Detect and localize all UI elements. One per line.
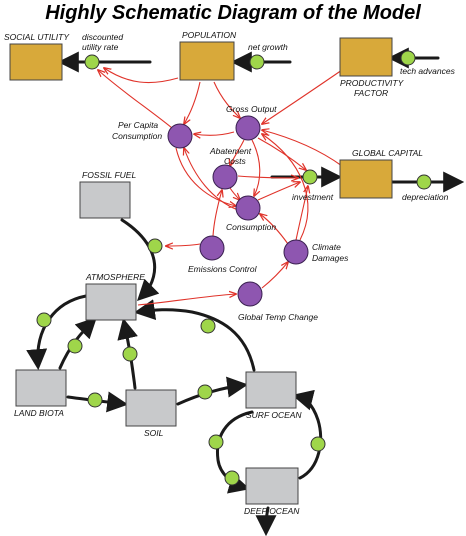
influence-productivity-to-gross (262, 69, 343, 124)
valve-discounted-utility (84, 54, 100, 70)
valve-biota-soil (87, 392, 103, 408)
abatement-costs-label-2: Costs (224, 156, 246, 166)
valve-investment (302, 169, 318, 185)
productivity-factor-label-2: FACTOR (354, 88, 388, 98)
per-capita-consumption-label-2: Consumption (112, 131, 162, 141)
population-box (179, 41, 235, 81)
emissions-control-label: Emissions Control (188, 264, 258, 274)
flow-deep-out (255, 506, 277, 536)
flow-deep-to-surf (291, 389, 322, 480)
influence-consumption-to-pcc (184, 148, 239, 211)
valve-emissions (147, 238, 163, 254)
consumption-label: Consumption (226, 222, 276, 232)
global-capital-box (339, 159, 393, 199)
climate-damages-node (283, 239, 309, 265)
soil-box (125, 389, 177, 427)
valve-depreciation (416, 174, 432, 190)
valve-deep-out (224, 470, 240, 486)
climate-damages-label-2: Damages (312, 253, 349, 263)
influence-capital-to-gross (262, 130, 343, 167)
influence-population-to-gross (213, 81, 240, 118)
deep-ocean-box (245, 467, 299, 505)
per-capita-consumption-label-1: Per Capita (118, 120, 158, 130)
global-temp-change-node (237, 281, 263, 307)
influence-damages-to-consumption (260, 214, 289, 245)
valve-soil-atm (122, 346, 138, 362)
flow-atm-ocean (133, 299, 256, 372)
net-growth-label: net growth (248, 42, 288, 52)
influence-gross-to-abatement (230, 139, 245, 166)
depreciation-label: depreciation (402, 192, 449, 202)
valve-atm-ocean (200, 318, 216, 334)
atmosphere-box (85, 283, 137, 321)
social-utility-box (9, 43, 63, 81)
emissions-control-node (199, 235, 225, 261)
abatement-costs-label-1: Abatement (209, 146, 252, 156)
discounted-utility-label-1: discounted (82, 32, 123, 42)
global-temp-change-label: Global Temp Change (238, 312, 318, 322)
influence-emissions-to-abatement (212, 190, 222, 237)
climate-damages-label-1: Climate (312, 242, 341, 252)
influence-gross-to-consumption (251, 139, 261, 196)
valve-surf-deep (208, 434, 224, 450)
surf-ocean-box (245, 371, 297, 409)
valve-soil-ocean (197, 384, 213, 400)
per-capita-consumption-node (167, 123, 193, 149)
influence-population-to-pcc (184, 81, 201, 124)
consumption-node (235, 195, 261, 221)
influence-abatement-to-investment (237, 176, 298, 178)
influence-gross-to-pcc (194, 131, 235, 135)
productivity-factor-box (339, 37, 393, 77)
valve-net-growth (249, 54, 265, 70)
influence-population-to-utility (104, 68, 179, 84)
influence-temp-to-damages (261, 262, 288, 289)
gross-output-label: Gross Output (226, 104, 277, 114)
diagram-title: Highly Schematic Diagram of the Model (45, 2, 421, 24)
investment-label: investment (292, 192, 334, 202)
influence-damages-to-gross (262, 134, 309, 241)
land-biota-label: LAND BIOTA (14, 408, 64, 418)
valve-tech-advances (400, 50, 416, 66)
soil-label: SOIL (144, 428, 164, 438)
influence-emissions-to-fossil (166, 244, 201, 246)
valve-biota-atm-inner (67, 338, 83, 354)
gross-output-node (235, 115, 261, 141)
deep-ocean-label: DEEP OCEAN (244, 506, 300, 516)
atmosphere-label: ATMOSPHERE (85, 272, 145, 282)
influence-pcc-to-consumption (175, 147, 236, 206)
valve-atm-biota-outer (36, 312, 52, 328)
surf-ocean-label: SURF OCEAN (246, 410, 302, 420)
population-label: POPULATION (182, 30, 237, 40)
influence-abatement-to-consumption (229, 187, 240, 200)
discounted-utility-label-2: utility rate (82, 42, 119, 52)
global-capital-label: GLOBAL CAPITAL (352, 148, 423, 158)
productivity-factor-label-1: PRODUCTIVITY (340, 78, 405, 88)
fossil-fuel-label: FOSSIL FUEL (82, 170, 136, 180)
flow-atm-to-biota (26, 294, 88, 371)
valve-deep-surf (310, 436, 326, 452)
tech-advances-label: tech advances (400, 66, 456, 76)
influence-consumption-to-investment (257, 182, 300, 201)
land-biota-box (15, 369, 67, 407)
flow-emissions (120, 218, 160, 301)
influence-damages-to-investment (295, 186, 308, 241)
influence-pcc-to-utility (98, 70, 173, 129)
social-utility-label: SOCIAL UTILITY (4, 32, 70, 42)
abatement-costs-node (212, 164, 238, 190)
fossil-fuel-box (79, 181, 131, 219)
influence-atmosphere-to-temp (137, 294, 236, 306)
